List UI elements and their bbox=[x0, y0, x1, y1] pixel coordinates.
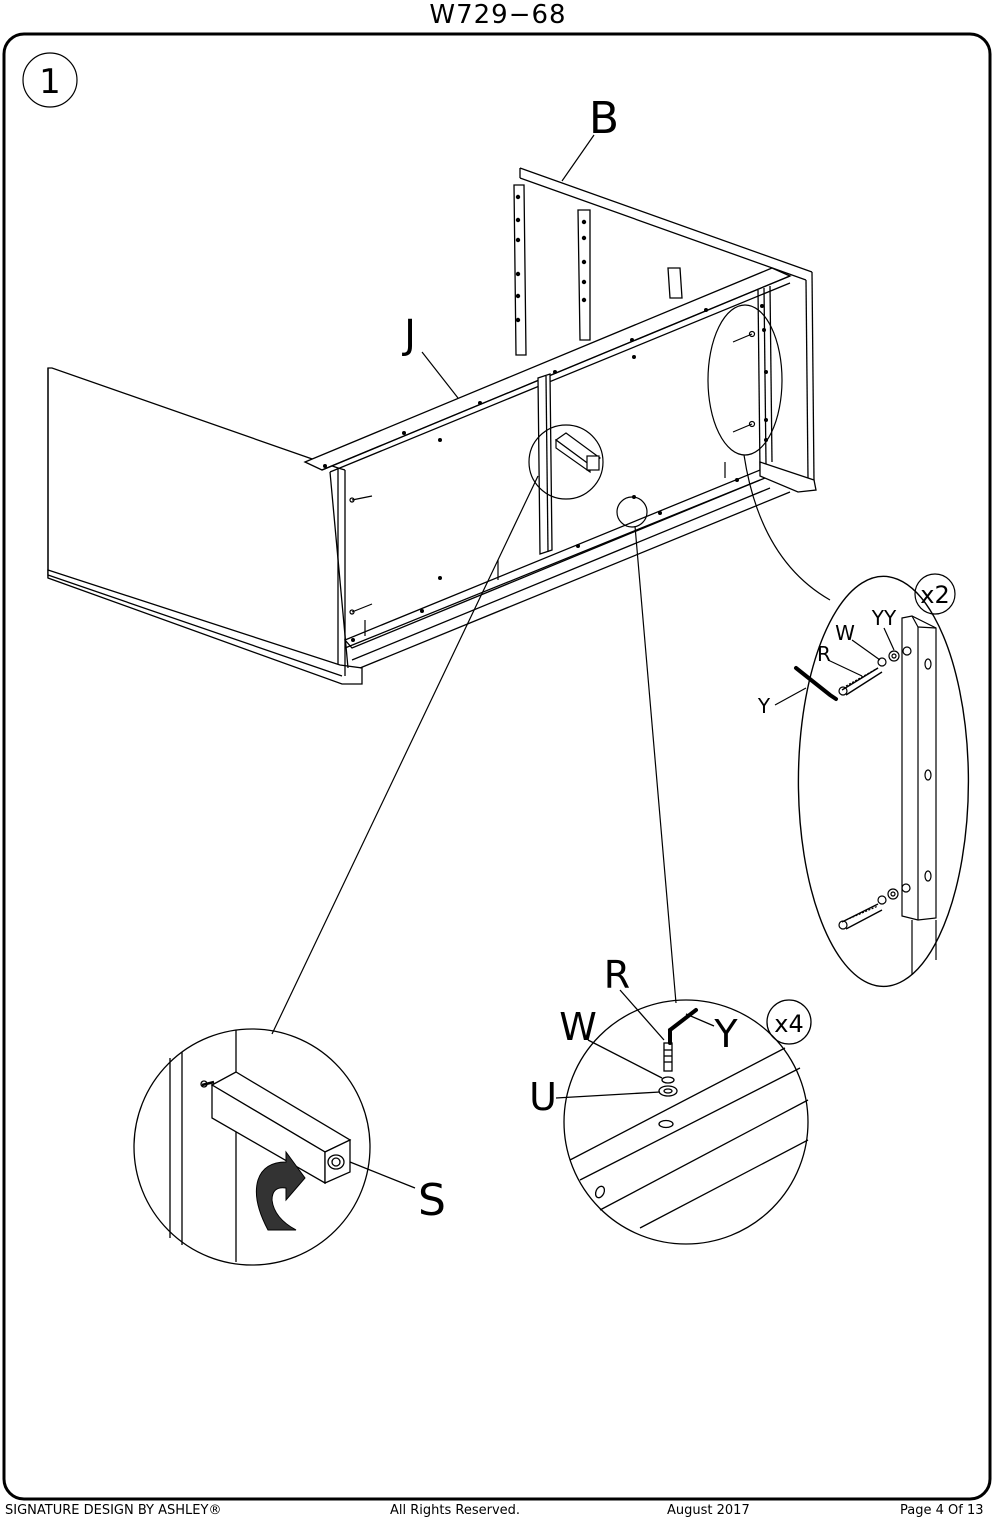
label-part-u: U bbox=[529, 1075, 557, 1119]
label-part-r-bottom: R bbox=[604, 953, 630, 997]
label-part-r-side: R bbox=[817, 642, 831, 666]
footer-rights: All Rights Reserved. bbox=[390, 1503, 521, 1518]
footer-date: August 2017 bbox=[667, 1503, 750, 1518]
side-bolt-detail bbox=[774, 573, 970, 988]
label-part-j: J bbox=[401, 312, 416, 358]
corner-block-detail bbox=[133, 1028, 416, 1266]
multiplier-bottom: x4 bbox=[774, 1010, 803, 1038]
step-badge: 1 bbox=[22, 52, 78, 108]
label-part-s: S bbox=[418, 1175, 446, 1226]
corner-block-small bbox=[554, 432, 602, 474]
cabinet-frame bbox=[47, 167, 817, 685]
label-part-y-side: Y bbox=[757, 694, 771, 718]
frame-holes bbox=[323, 194, 768, 642]
label-part-w-bottom: W bbox=[559, 1005, 597, 1049]
label-part-yy: YY bbox=[871, 606, 897, 630]
page-frame bbox=[2, 32, 992, 1501]
footer-brand: SIGNATURE DESIGN BY ASHLEY® bbox=[5, 1503, 222, 1518]
leader-lines bbox=[271, 134, 831, 1035]
model-number: W729−68 bbox=[429, 0, 567, 30]
footer-page: Page 4 Of 13 bbox=[900, 1503, 984, 1518]
label-part-y-bottom: Y bbox=[713, 1012, 738, 1056]
bottom-bolt-detail bbox=[555, 989, 812, 1245]
frame-bolts bbox=[349, 330, 756, 636]
callout-circles bbox=[528, 304, 783, 528]
label-part-w-side: W bbox=[835, 621, 855, 645]
label-part-b: B bbox=[589, 93, 619, 144]
rotate-arrow-icon bbox=[255, 1150, 306, 1231]
multiplier-side: x2 bbox=[920, 581, 949, 609]
step-number: 1 bbox=[39, 62, 61, 102]
